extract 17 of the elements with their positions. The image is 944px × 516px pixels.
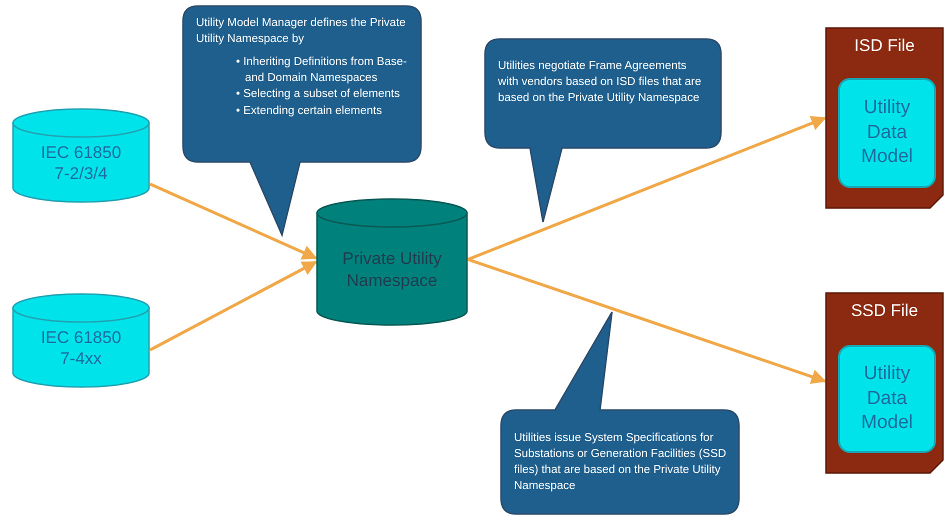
bullet-item: • Inheriting Definitions from Base- and Domain Namespaces: [236, 55, 408, 86]
data-model-box: Utility Data Model: [838, 78, 936, 188]
arrow: [467, 116, 826, 261]
callout-text: Utilities negotiate Frame Agreements with vendors based on ISD files that are based on the Private Utility Namespace: [498, 59, 702, 106]
file-title: ISD File: [853, 35, 916, 56]
data-model-box: Utility Data Model: [838, 345, 936, 453]
cylinder-label: IEC 61850 7-4xx: [40, 326, 122, 370]
bullet-item: • Selecting a subset of elements: [236, 87, 401, 102]
callout-text: Utilities issue System Specifications for Substations or Generation Facilities (SSD files) that are based on the Private Utility Namespace: [514, 431, 728, 494]
cylinder-label: Private Utility Namespace: [341, 248, 443, 291]
file-title: SSD File: [850, 300, 920, 322]
arrow: [149, 260, 318, 352]
arrow: [149, 182, 318, 260]
callout-text: Utility Model Manager defines the Private Utility Namespace by: [196, 16, 407, 48]
arrow: [468, 258, 826, 384]
bullet-item: • Extending certain elements: [236, 104, 383, 119]
cylinder-label: IEC 61850 7-2/3/4: [40, 142, 122, 184]
